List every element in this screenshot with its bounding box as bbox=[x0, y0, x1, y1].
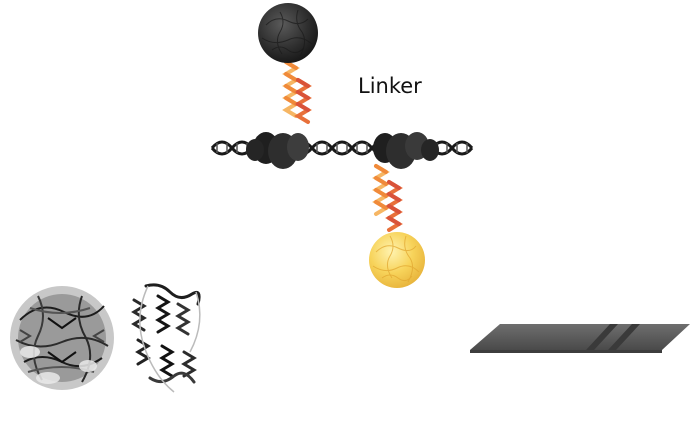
yellow-protein-icon bbox=[369, 232, 425, 288]
nucleosome-icon bbox=[246, 132, 309, 169]
linker-label: Linker bbox=[358, 74, 422, 98]
dark-protein-icon bbox=[258, 3, 318, 63]
protein-domain-icon bbox=[131, 283, 201, 393]
linker-helix-icon bbox=[372, 164, 403, 232]
protein-cage-icon bbox=[10, 286, 114, 390]
nucleosome-icon bbox=[373, 132, 439, 169]
linker-helix-icon bbox=[282, 60, 312, 124]
test-strip-icon bbox=[470, 324, 690, 353]
